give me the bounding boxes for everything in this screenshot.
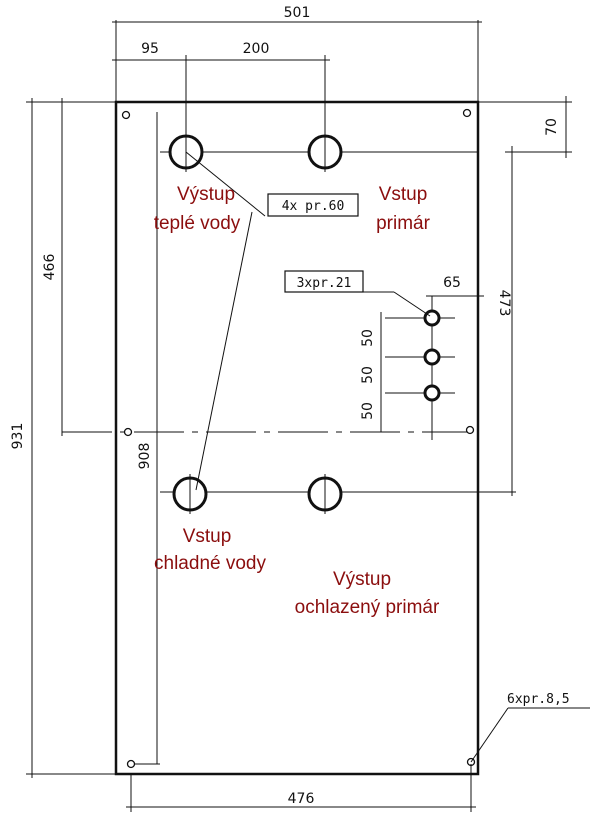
mount-hole: [126, 759, 136, 769]
dim-text-50-c: 50: [360, 402, 376, 420]
large-hole: [307, 474, 343, 514]
dim-text-931: 931: [10, 423, 26, 450]
mount-hole: [121, 110, 131, 120]
dim-top-offset: 70: [478, 96, 572, 158]
dim-text-473: 473: [496, 290, 512, 317]
dim-small-hole-pitch: 50 50 50: [360, 312, 382, 432]
label-primary-in-2: primár: [376, 213, 431, 234]
label-primary-out: Výstup: [333, 569, 391, 590]
callout-mount-holes: 6xpr.8,5: [470, 692, 590, 763]
dim-text-65: 65: [443, 275, 461, 291]
label-hot-water-out: Výstup: [177, 184, 235, 205]
dim-height-908: 908: [128, 112, 160, 765]
small-hole: [423, 384, 441, 402]
callout-text-large: 4x pr.60: [282, 199, 345, 214]
label-cold-water-in: Vstup: [183, 526, 232, 547]
label-hot-water-out-2: teplé vody: [154, 213, 241, 234]
dim-text-200: 200: [243, 41, 270, 57]
mount-hole: [123, 427, 133, 437]
dim-text-50-b: 50: [360, 366, 376, 384]
dim-overall-width: 501: [112, 5, 482, 102]
large-hole: [307, 132, 343, 172]
callout-text-small: 3xpr.21: [297, 276, 352, 291]
large-hole: [172, 474, 208, 514]
dim-bottom-width: 476: [126, 764, 476, 812]
callout-small-holes: 3xpr.21: [284, 270, 431, 317]
dim-text-70: 70: [544, 118, 560, 136]
callout-large-holes: 4x pr.60: [267, 193, 359, 217]
dim-offset-65: 65: [426, 275, 484, 306]
mount-hole: [465, 425, 475, 435]
mount-hole: [462, 108, 472, 118]
label-primary-in: Vstup: [379, 184, 428, 205]
label-primary-out-2: ochlazený primár: [295, 597, 440, 618]
dim-text-908: 908: [137, 443, 153, 470]
dim-height-931: 931: [10, 98, 116, 778]
dim-text-50-a: 50: [360, 329, 376, 347]
dim-text-95: 95: [141, 41, 159, 57]
label-cold-water-in-2: chladné vody: [154, 553, 266, 574]
dim-text-501: 501: [284, 5, 311, 21]
mounting-plate: [114, 100, 480, 776]
small-hole: [423, 348, 441, 366]
small-hole: [423, 309, 441, 327]
dim-text-466: 466: [42, 254, 58, 281]
callout-text-mount: 6xpr.8,5: [507, 692, 570, 707]
dim-text-476: 476: [288, 791, 315, 807]
dim-offsets-top: 95 200: [112, 41, 330, 152]
dim-height-466: 466: [42, 98, 116, 436]
